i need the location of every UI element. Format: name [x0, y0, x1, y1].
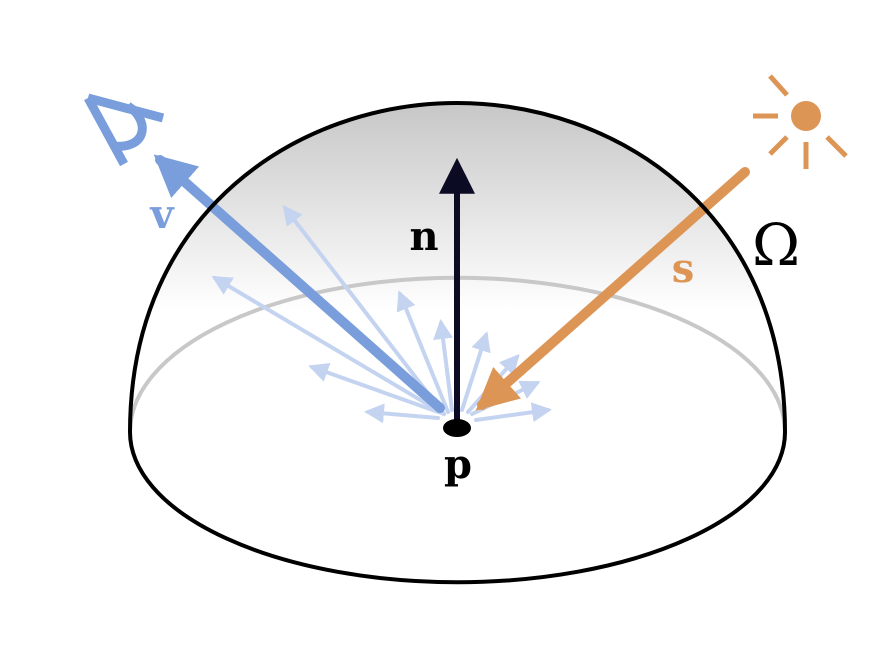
normal-label: n — [409, 213, 438, 260]
sun-icon — [753, 74, 848, 169]
scattered-ray — [308, 362, 446, 416]
scattered-ray — [211, 275, 446, 416]
scattered-ray — [474, 402, 552, 423]
scattered-ray — [364, 403, 440, 424]
light-label: s — [672, 245, 695, 292]
eye-icon — [84, 93, 165, 167]
point-label: p — [444, 441, 472, 488]
hemisphere-outline — [128, 100, 787, 433]
surface-point — [443, 419, 471, 437]
scattered-ray — [460, 331, 491, 412]
scattered-ray — [433, 319, 454, 412]
scattered-ray — [282, 204, 446, 416]
hemisphere-label: Ω — [752, 211, 800, 279]
view-direction-arrow — [153, 154, 445, 413]
scattered-ray — [396, 290, 450, 414]
light-direction-arrow — [475, 167, 750, 411]
hemisphere-base-front — [128, 431, 787, 585]
view-label: v — [149, 191, 175, 238]
